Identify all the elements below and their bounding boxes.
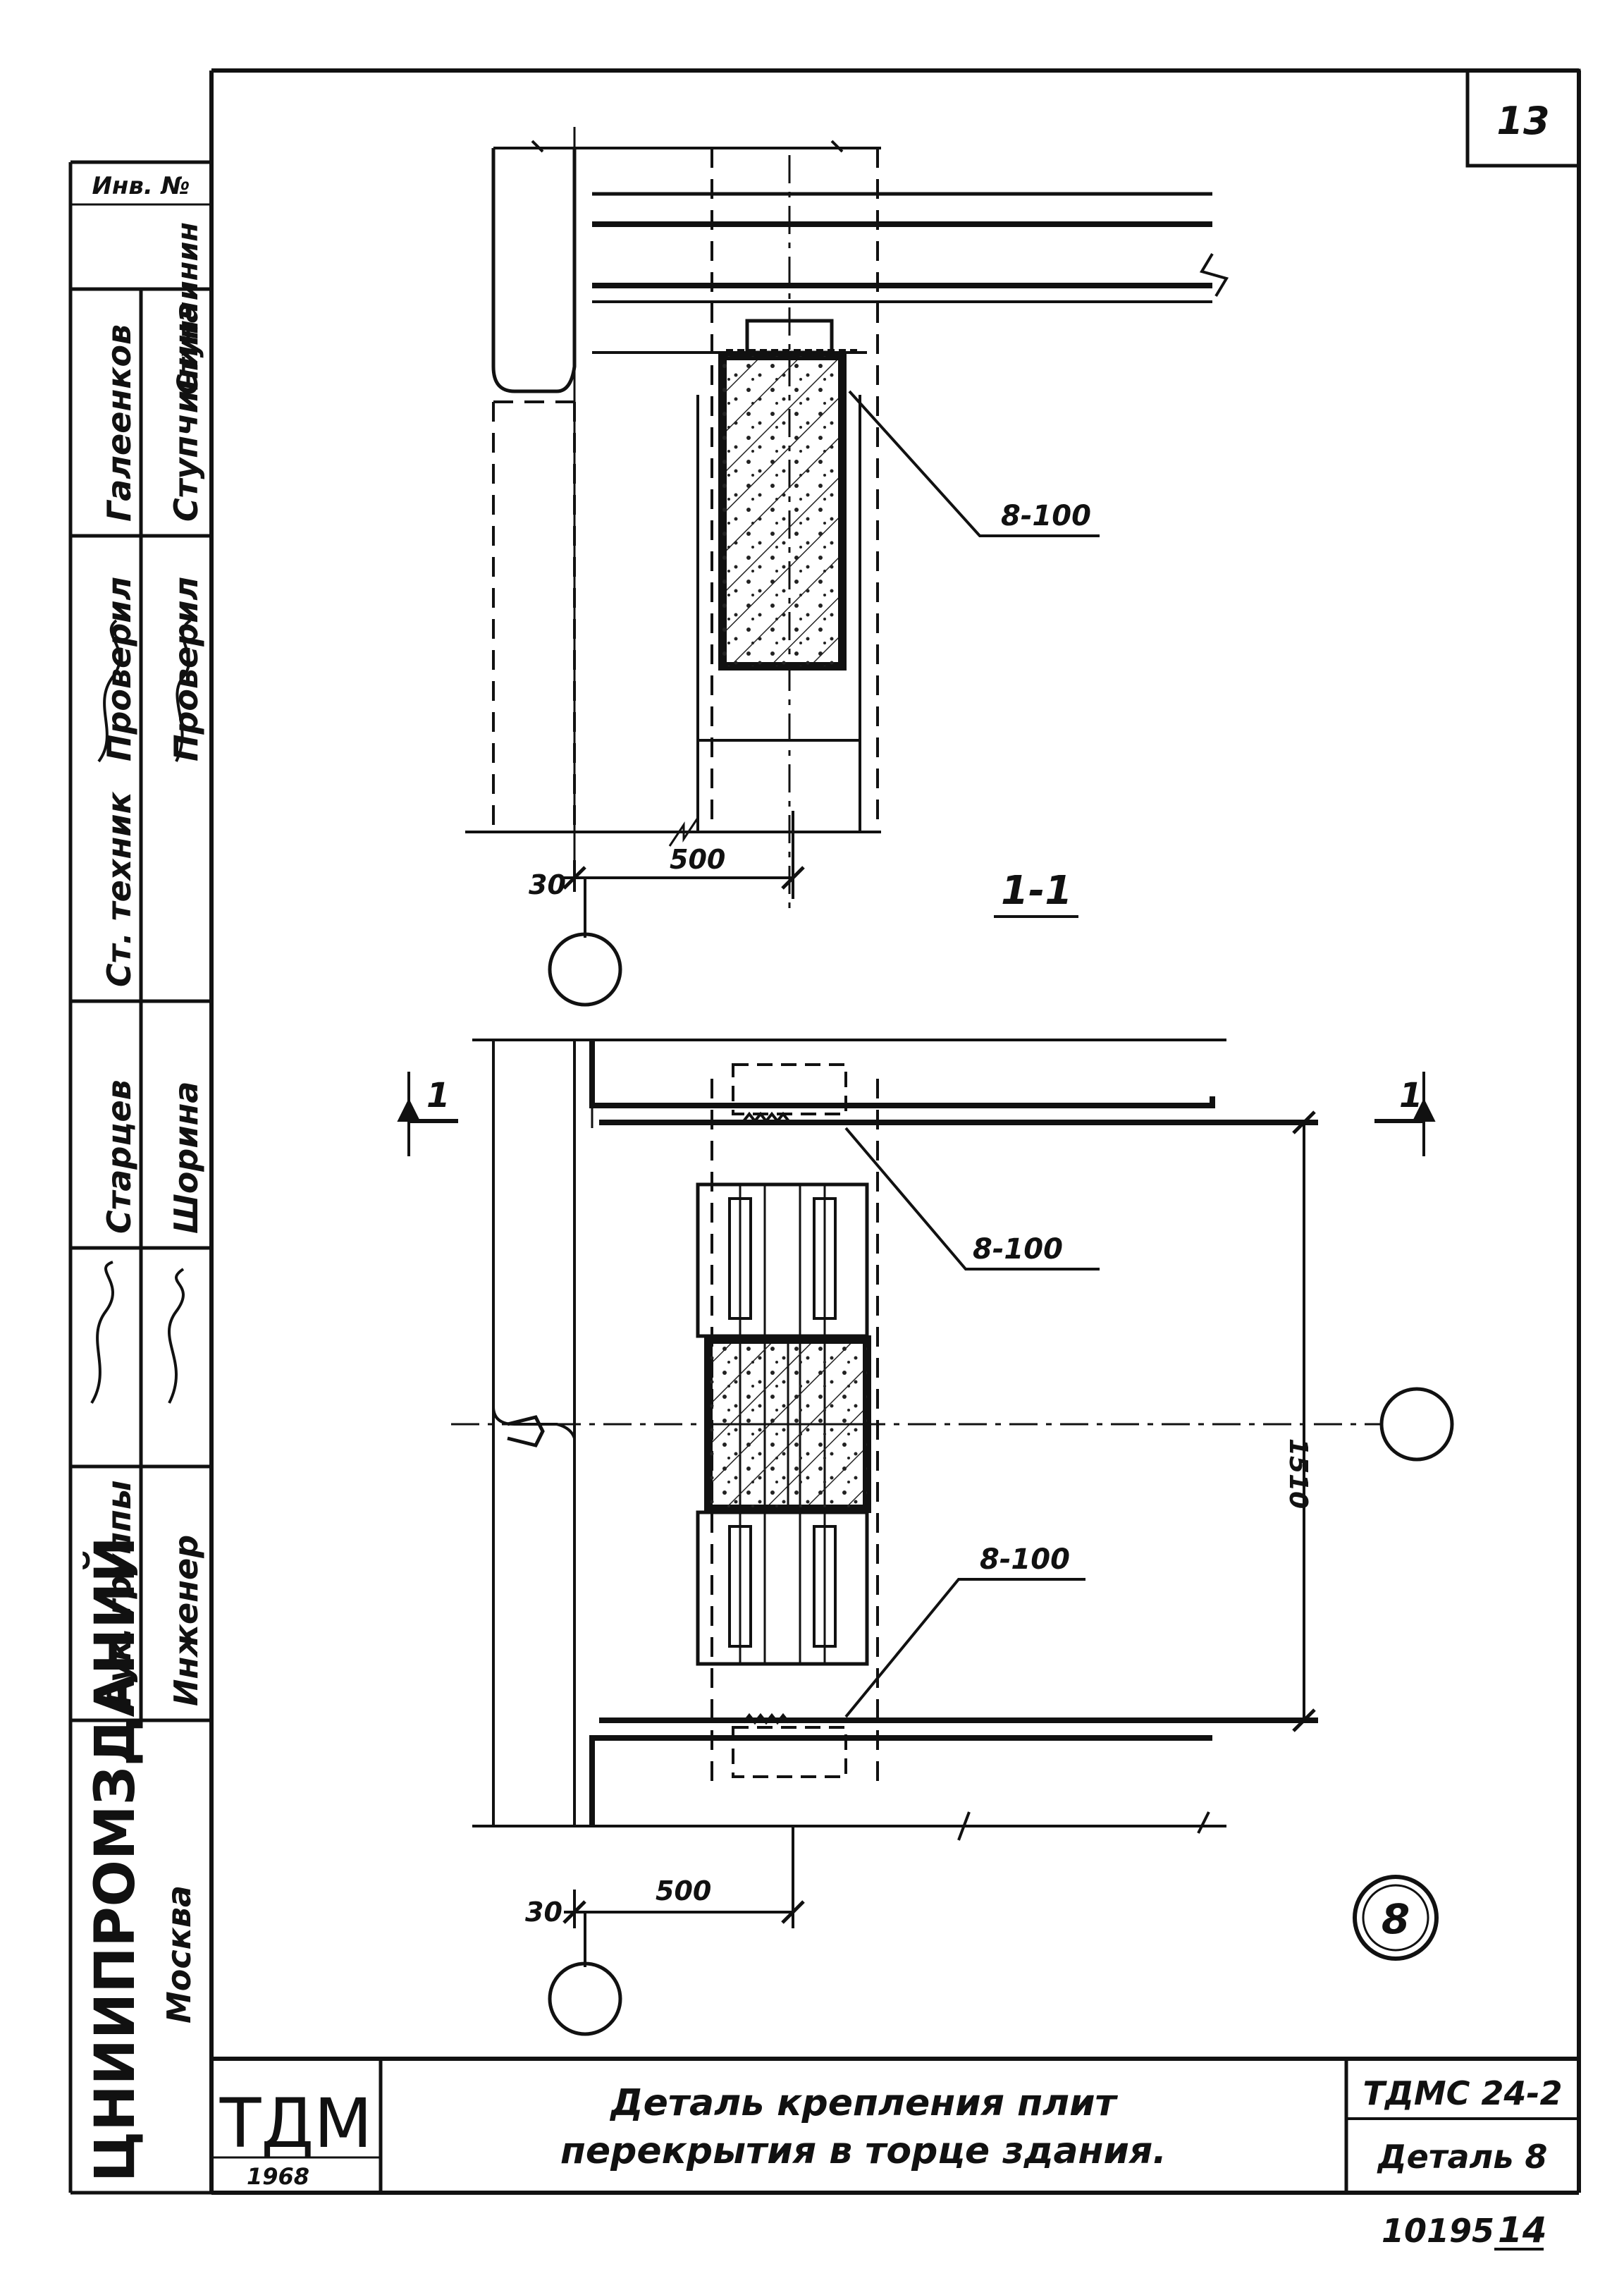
axis-bubble-bottom bbox=[548, 1961, 622, 2036]
title-code: ТДМС 24-2 bbox=[1362, 2074, 1562, 2112]
stamp-role: Рук. группы bbox=[100, 1480, 138, 1706]
plan-dim-offset: 30 bbox=[525, 1897, 562, 1928]
organization-name: ЦНИИПРОМЗДАНИЙ bbox=[82, 1536, 147, 2182]
end-wall bbox=[491, 148, 577, 393]
stamp-name: Старцев bbox=[100, 1079, 138, 1234]
plan-detail-number: 8 bbox=[1382, 1895, 1410, 1943]
title-block bbox=[211, 2057, 1579, 2193]
stamp-name: Ступчинина bbox=[167, 301, 205, 522]
sheet-frame bbox=[209, 68, 1581, 2195]
title-line1: Деталь крепления плит bbox=[609, 2082, 1118, 2124]
axis-bubble-right bbox=[1379, 1387, 1454, 1462]
section-title: 1-1 bbox=[1001, 868, 1072, 914]
title-year: 1968 bbox=[247, 2163, 309, 2190]
section-spacing-label: 8-100 bbox=[1001, 500, 1091, 532]
inv-label: Инв. № bbox=[92, 172, 190, 200]
axis-bubble bbox=[548, 932, 622, 1007]
section-dim-width: 500 bbox=[670, 844, 725, 875]
title-logo: ТДМ bbox=[219, 2084, 372, 2163]
stamp-role: Проверил bbox=[167, 577, 205, 761]
plan-view bbox=[397, 1039, 1454, 2036]
reinforcement-cage-bottom bbox=[696, 1510, 869, 1666]
angle-plate-bottom bbox=[589, 1735, 1212, 1826]
angle-plate-top bbox=[589, 1040, 1215, 1108]
stamp-name: Галеенков bbox=[100, 324, 138, 522]
stamp-role: Ст. техник bbox=[100, 791, 138, 987]
plan-spacing-label-top: 8-100 bbox=[973, 1233, 1063, 1266]
section-dim-offset: 30 bbox=[529, 869, 566, 900]
title-line2: перекрытия в торце здания. bbox=[560, 2130, 1167, 2172]
signatures bbox=[90, 619, 192, 1404]
plan-spacing-label-bottom: 8-100 bbox=[980, 1543, 1070, 1576]
page-number: 14 bbox=[1498, 2210, 1547, 2251]
plan-dim-height: 1510 bbox=[1284, 1438, 1312, 1509]
archive-number: 10195 bbox=[1382, 2212, 1494, 2250]
section-1-1 bbox=[465, 127, 1229, 1007]
stamp-names: Старцев Шорина Галеенков Ступчинина Ступ… bbox=[100, 222, 205, 1234]
organization-city: Москва bbox=[160, 1885, 198, 2023]
reinforcement-cage-top bbox=[696, 1182, 869, 1338]
title-detail-label: Деталь 8 bbox=[1377, 2138, 1548, 2176]
stamp-role: Инженер bbox=[167, 1535, 205, 1706]
stamp-name: Ступчинин bbox=[172, 222, 204, 395]
stamp-name: Шорина bbox=[167, 1082, 205, 1234]
plan-dim-width: 500 bbox=[656, 1875, 711, 1906]
sheet-number: 13 bbox=[1496, 99, 1549, 143]
wall-joint-mark bbox=[507, 1415, 545, 1447]
plan-cut-mark-left: 1 bbox=[426, 1076, 450, 1115]
plan-cut-mark-right: 1 bbox=[1399, 1076, 1422, 1115]
side-stamp bbox=[68, 160, 211, 2195]
detail-bubble bbox=[1353, 1875, 1439, 1961]
